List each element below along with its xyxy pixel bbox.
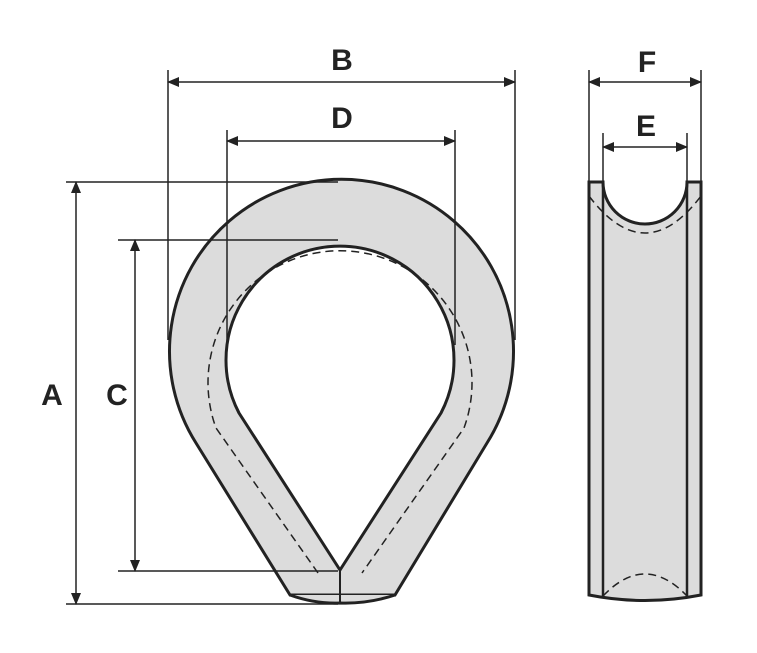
- thimble-tip: [289, 593, 396, 605]
- dimension-b: B: [167, 44, 516, 340]
- label-d: D: [331, 102, 353, 135]
- side-top-groove-dashed: [588, 195, 702, 234]
- side-bottom-groove-dashed: [602, 573, 688, 597]
- dimension-d: D: [226, 102, 456, 345]
- label-b: B: [331, 44, 353, 77]
- groove-dashed-line: [207, 250, 473, 574]
- thimble-body: [168, 177, 515, 597]
- dimension-c: C: [106, 239, 338, 572]
- label-e: E: [636, 110, 656, 143]
- label-a: A: [41, 379, 63, 412]
- side-body: [587, 180, 703, 602]
- thimble-side-view: [587, 180, 703, 602]
- dimension-e: E: [602, 110, 688, 182]
- label-c: C: [106, 379, 128, 412]
- dimension-f: F: [588, 46, 702, 182]
- dimension-a: A: [41, 181, 338, 605]
- label-f: F: [638, 46, 656, 79]
- thimble-front-view: [168, 177, 515, 605]
